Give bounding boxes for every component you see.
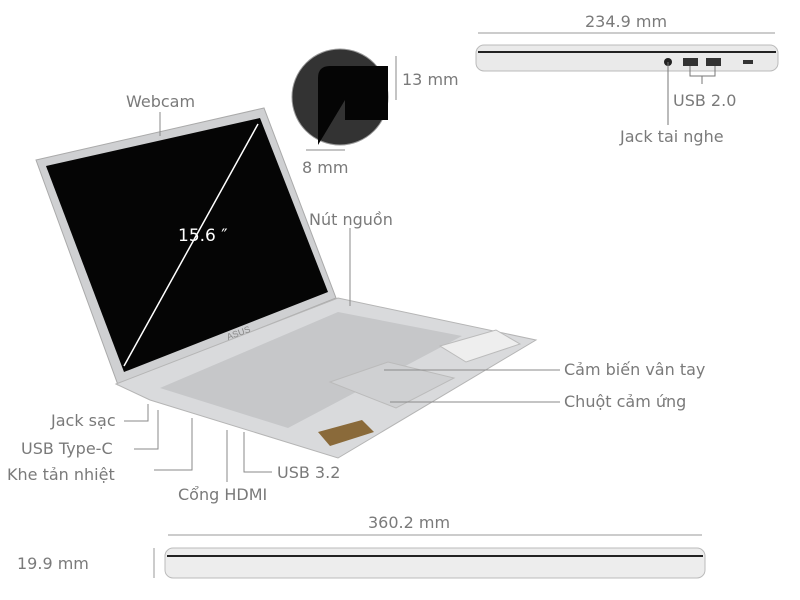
hdmi-label: Cổng HDMI — [178, 485, 268, 504]
intel-sticker — [318, 420, 374, 446]
bezel-inset — [291, 48, 397, 151]
touchpad-label: Chuột cảm ứng — [564, 392, 687, 411]
thickness-label: 19.9 mm — [17, 554, 89, 573]
fingerprint-label: Cảm biến vân tay — [564, 360, 706, 379]
side-view — [475, 32, 779, 125]
bezel-side-label: 8 mm — [302, 158, 349, 177]
laptop-main: ASUS — [35, 107, 538, 459]
laptop-screen — [46, 118, 328, 372]
touchpad — [328, 361, 456, 409]
front-width-label: 360.2 mm — [368, 513, 451, 532]
usb-c-label: USB Type-C — [21, 439, 113, 458]
power-button-label: Nút nguồn — [309, 210, 393, 229]
side-width-label: 234.9 mm — [585, 12, 668, 31]
usb32-label: USB 3.2 — [277, 463, 341, 482]
screen-size-label: 15.6 ″ — [178, 226, 228, 246]
sticker — [438, 329, 522, 363]
usb20-label: USB 2.0 — [673, 91, 737, 110]
headphone-jack-label: Jack tai nghe — [620, 127, 724, 146]
keyboard — [160, 312, 462, 428]
vents-label: Khe tản nhiệt — [7, 465, 115, 484]
webcam-label: Webcam — [126, 92, 196, 111]
leader-lines — [124, 112, 560, 482]
front-view — [153, 534, 706, 579]
bezel-top-label: 13 mm — [402, 70, 459, 89]
charging-jack-label: Jack sạc — [51, 411, 116, 430]
